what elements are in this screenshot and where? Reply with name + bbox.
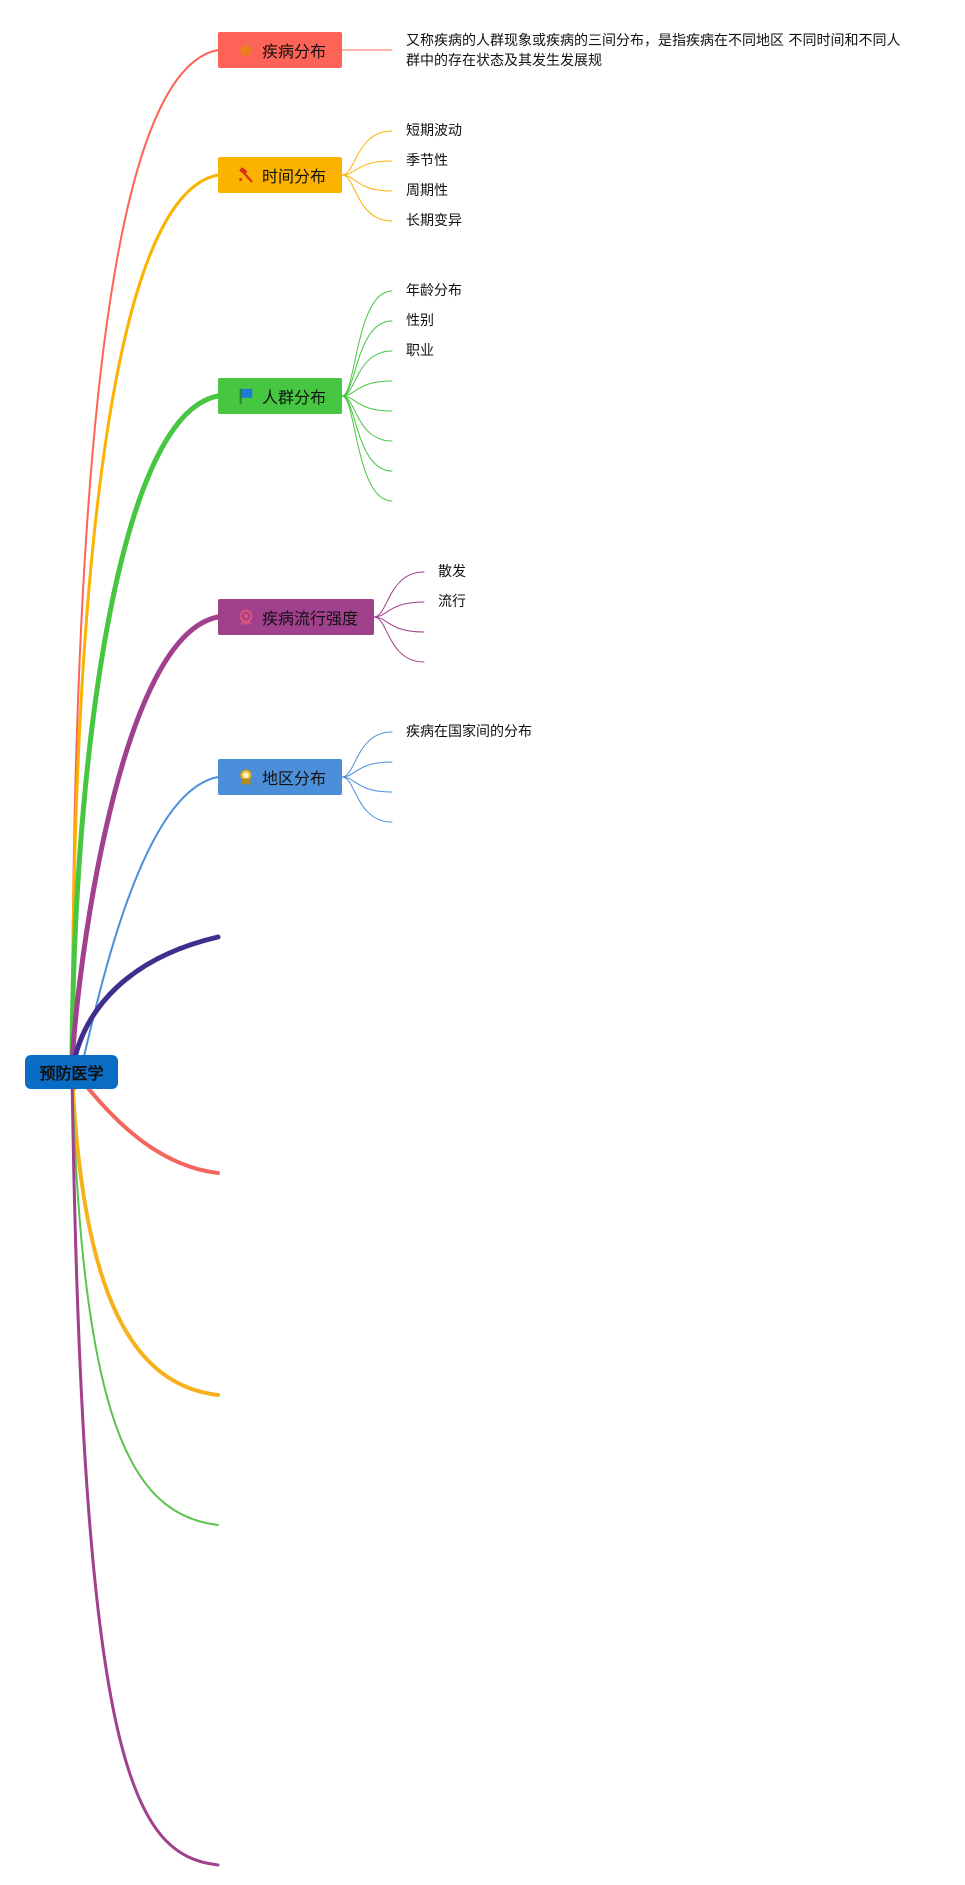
- topic-label: 人群分布: [262, 388, 327, 407]
- leaf-occupation[interactable]: 职业: [406, 343, 434, 359]
- empty-branch-3: [71, 1071, 219, 1526]
- root-label: 预防医学: [39, 1064, 104, 1083]
- connector-population-5: [341, 395, 393, 442]
- leaf-seasonality[interactable]: 季节性: [406, 153, 448, 169]
- connector-region-3: [341, 776, 393, 823]
- topic-label: 疾病分布: [262, 42, 327, 61]
- medal-icon: [236, 767, 256, 787]
- rosette-icon: [236, 607, 256, 627]
- connector-time-3: [341, 174, 393, 222]
- leaf-long-term-variation[interactable]: 长期变异: [406, 213, 462, 229]
- topic-disease-distribution[interactable]: 疾病分布: [218, 32, 342, 68]
- connector-region-0: [341, 731, 393, 778]
- connector-region-2: [341, 776, 393, 793]
- topic-population-distribution[interactable]: 人群分布: [218, 378, 342, 414]
- connector-intensity-3: [373, 616, 425, 663]
- leaf-gender[interactable]: 性别: [406, 313, 434, 329]
- connector-time-1: [341, 160, 393, 176]
- connector-intensity-1: [373, 601, 425, 618]
- leaf-age-distribution[interactable]: 年龄分布: [406, 283, 462, 299]
- empty-branch-2: [70, 1070, 220, 1397]
- topic-time-distribution[interactable]: 时间分布: [218, 157, 342, 193]
- leaf-sporadic[interactable]: 散发: [438, 564, 466, 580]
- connector-intensity-2: [373, 616, 425, 633]
- connector-time-2: [341, 174, 393, 192]
- leaf-disease-definition[interactable]: 又称疾病的人群现象或疾病的三间分布，是指疾病在不同地区 不同时间和不同人群中的存…: [406, 33, 901, 69]
- branch-population: [69, 393, 221, 1075]
- connector-population-7: [341, 395, 393, 502]
- leaf-epidemic[interactable]: 流行: [438, 594, 466, 610]
- branch-time: [70, 173, 220, 1074]
- connector-region-1: [341, 761, 393, 778]
- topic-epidemic-intensity[interactable]: 疾病流行强度: [218, 599, 374, 635]
- topic-region-distribution[interactable]: 地区分布: [218, 759, 342, 795]
- root-node[interactable]: 预防医学: [25, 1055, 118, 1089]
- branch-disease: [71, 49, 219, 1073]
- empty-branch-4: [70, 1070, 220, 1867]
- branch-region: [71, 776, 219, 1092]
- empty-branch-0: [69, 934, 221, 1075]
- leaf-periodicity[interactable]: 周期性: [406, 183, 448, 199]
- leaf-short-term-fluctuation[interactable]: 短期波动: [406, 123, 462, 139]
- connector-population-0: [341, 290, 393, 397]
- flag-icon: [236, 386, 256, 406]
- connector-intensity-0: [373, 571, 425, 618]
- connector-population-2: [341, 350, 393, 397]
- topic-label: 疾病流行强度: [262, 609, 359, 628]
- topic-label: 时间分布: [262, 167, 327, 186]
- connector-population-4: [341, 395, 393, 412]
- connector-time-0: [341, 130, 393, 176]
- connector-population-3: [341, 380, 393, 397]
- topic-label: 地区分布: [262, 769, 327, 788]
- connector-population-1: [341, 320, 393, 397]
- leaf-between-countries[interactable]: 疾病在国家间的分布: [406, 724, 532, 740]
- branch-intensity: [69, 614, 221, 1075]
- star-icon: [236, 40, 256, 60]
- hammer-icon: [236, 165, 256, 185]
